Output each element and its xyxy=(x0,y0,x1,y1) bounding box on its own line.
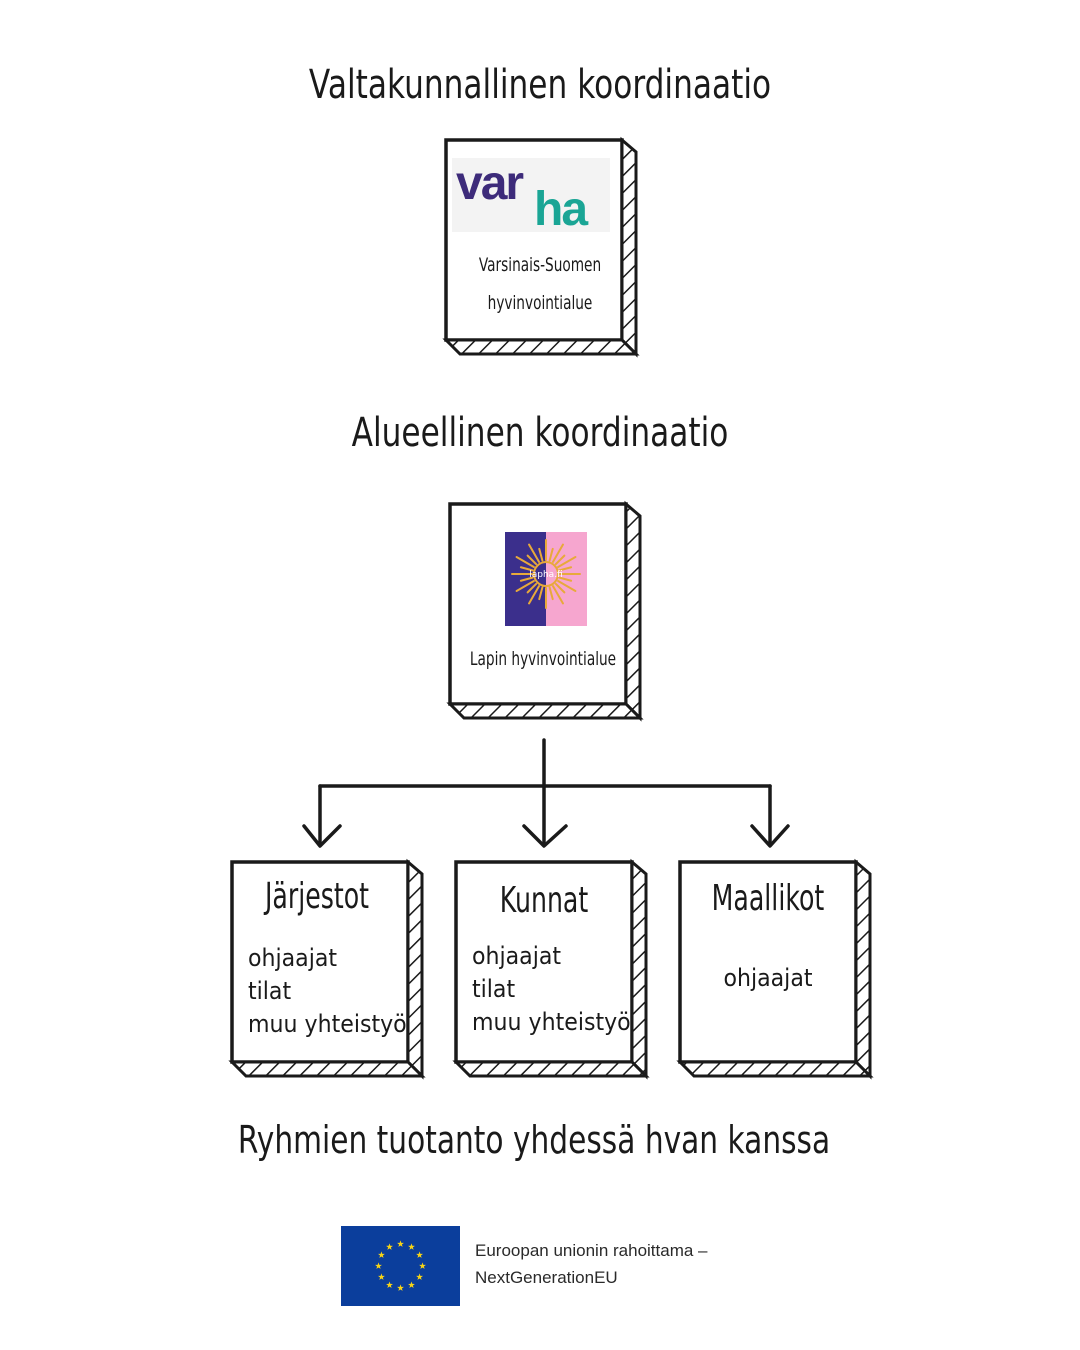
sun-ray xyxy=(552,543,564,563)
sun-ray xyxy=(557,556,577,568)
sun-ray xyxy=(538,586,544,601)
group-item: muu yhteistyö xyxy=(248,1010,407,1038)
group-list-jarjestot: ohjaajat tilat muu yhteistyö xyxy=(248,942,407,1041)
group-list-maallikot: ohjaajat xyxy=(687,962,849,995)
sun-ray xyxy=(558,576,573,582)
left-arrowhead xyxy=(302,824,342,848)
group-box-kunnat xyxy=(452,858,650,1080)
eu-funding-line1: Euroopan unionin rahoittama – xyxy=(475,1241,708,1260)
center-arrowhead xyxy=(522,824,568,848)
right-arrowhead xyxy=(750,824,790,848)
regional-coordination-heading: Alueellinen koordinaatio xyxy=(351,410,729,456)
eu-star xyxy=(408,1243,415,1250)
sun-ray xyxy=(526,554,538,566)
sun-core xyxy=(533,561,559,587)
lappi-caption: Lapin hyvinvointialue xyxy=(469,648,617,670)
eu-star xyxy=(397,1284,404,1291)
sun-ray xyxy=(528,543,540,563)
group-item: muu yhteistyö xyxy=(472,1008,631,1036)
eu-star xyxy=(378,1251,385,1258)
varha-caption-line2: hyvinvointialue xyxy=(487,292,593,314)
group-item: tilat xyxy=(248,977,292,1005)
varha-caption: Varsinais-Suomen hyvinvointialue xyxy=(468,246,612,322)
eu-star xyxy=(386,1243,393,1250)
group-box-jarjestot xyxy=(228,858,426,1080)
group-list-kunnat: ohjaajat tilat muu yhteistyö xyxy=(472,940,631,1039)
group-title-maallikot: Maallikot xyxy=(711,878,825,919)
eu-star xyxy=(416,1273,423,1280)
eu-star xyxy=(419,1262,426,1269)
group-title-jarjestot: Järjestot xyxy=(264,876,370,917)
varha-logo: var ha xyxy=(452,158,610,232)
eu-star xyxy=(397,1240,404,1247)
eu-star xyxy=(375,1262,382,1269)
sun-ray xyxy=(557,580,577,592)
sun-ray xyxy=(538,547,544,562)
group-item: ohjaajat xyxy=(472,942,562,970)
group-title-kunnat: Kunnat xyxy=(499,880,589,921)
lappi-sun-icon xyxy=(511,539,581,609)
group-item: tilat xyxy=(472,975,516,1003)
varha-logo-part1: var xyxy=(456,158,524,210)
sun-ray xyxy=(548,547,554,562)
group-item: ohjaajat xyxy=(723,964,813,992)
eu-star xyxy=(386,1281,393,1288)
group-production-heading: Ryhmien tuotanto yhdessä hvan kanssa xyxy=(237,1118,831,1162)
connector-arrows xyxy=(302,738,790,848)
sun-ray xyxy=(558,566,573,572)
group-item: ohjaajat xyxy=(248,944,338,972)
sun-ray xyxy=(528,585,540,605)
varha-caption-line1: Varsinais-Suomen xyxy=(478,254,602,276)
eu-star xyxy=(416,1251,423,1258)
lappi-logo: lapha.fi xyxy=(505,532,587,626)
national-coordination-heading: Valtakunnallinen koordinaatio xyxy=(308,62,772,108)
sun-ray xyxy=(515,580,535,592)
sun-ray xyxy=(554,554,566,566)
sun-ray xyxy=(526,582,538,594)
eu-flag-icon xyxy=(341,1226,460,1306)
sun-ray xyxy=(552,585,564,605)
sun-ray xyxy=(548,586,554,601)
sun-ray xyxy=(519,566,534,572)
lappi-logo-wordmark: lapha.fi xyxy=(529,570,563,580)
varha-logo-part2: ha xyxy=(534,183,588,233)
group-box-maallikot xyxy=(676,858,874,1080)
sun-ray xyxy=(519,576,534,582)
eu-funding-line2: NextGenerationEU xyxy=(475,1268,618,1287)
eu-star xyxy=(378,1273,385,1280)
sun-ray xyxy=(554,582,566,594)
sun-ray xyxy=(515,556,535,568)
eu-star xyxy=(408,1281,415,1288)
